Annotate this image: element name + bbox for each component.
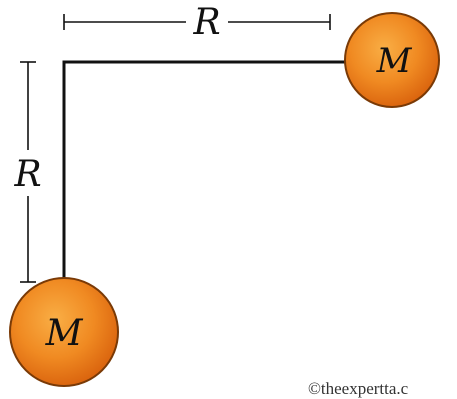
mass-bottom-left: M [9, 277, 119, 387]
mass-top-label: M [376, 41, 413, 81]
side-dimension: R [13, 61, 42, 283]
side-dimension-label: R [13, 154, 41, 195]
mass-bottom-label: M [45, 313, 84, 354]
top-dimension-label: R [192, 2, 220, 43]
top-dimension: R [63, 2, 331, 43]
watermark-text: ©theexpertta.c [308, 379, 409, 398]
connecting-rod [62, 60, 346, 284]
mass-top-right: M [344, 12, 440, 108]
